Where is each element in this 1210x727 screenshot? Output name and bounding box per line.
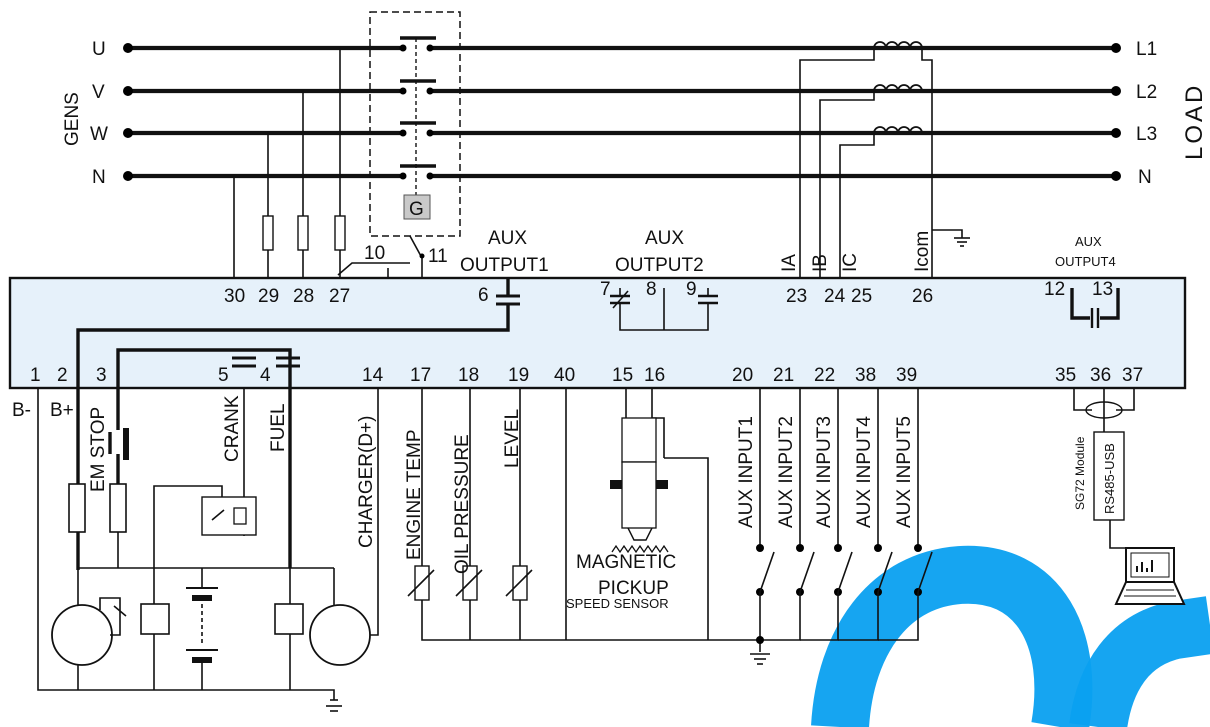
watermark-logo <box>811 545 1210 727</box>
terminal-13: 13 <box>1092 279 1113 300</box>
phase-buses <box>123 43 1121 181</box>
voltage-sense-wiring <box>233 48 346 278</box>
terminal-26: 26 <box>912 286 933 307</box>
aux-output1-label-line2: OUTPUT1 <box>460 255 549 276</box>
terminal-11: 11 <box>428 246 448 267</box>
controller-module <box>8 276 1187 390</box>
gens-phase-w: W <box>90 124 108 145</box>
terminal-39: 39 <box>896 365 917 386</box>
load-phase-n: N <box>1138 167 1152 188</box>
aux-input3-label: AUX INPUT3 <box>814 416 835 528</box>
magnetic-pickup <box>610 388 709 640</box>
terminal-2: 2 <box>57 365 68 386</box>
terminal-21: 21 <box>773 365 794 386</box>
terminal-4: 4 <box>260 365 271 386</box>
sensor-level-label: LEVEL <box>502 409 523 468</box>
current-transformers <box>799 41 970 278</box>
gens-phase-n: N <box>92 167 106 188</box>
analog-sensors <box>407 388 760 641</box>
terminal-1: 1 <box>30 365 41 386</box>
battery-positive-label: B+ <box>50 400 74 421</box>
terminal-28: 28 <box>293 286 314 307</box>
aux-output2-label-line1: AUX <box>645 228 684 249</box>
terminal-10: 10 <box>364 243 385 264</box>
gens-label: GENS <box>62 92 83 146</box>
current-input-ia: IA <box>779 254 800 272</box>
aux-input5-label: AUX INPUT5 <box>894 416 915 528</box>
laptop-icon <box>1114 547 1186 605</box>
terminal-15: 15 <box>612 365 633 386</box>
load-phase-l1: L1 <box>1136 39 1157 60</box>
pickup-label-line2: PICKUP <box>598 578 669 599</box>
breaker-coil-label: G <box>409 199 424 220</box>
terminal-24: 24 <box>824 286 846 307</box>
terminal-3: 3 <box>96 365 107 386</box>
pickup-label-line1: MAGNETIC <box>576 552 676 573</box>
aux-output4-label-line2: OUTPUT4 <box>1055 254 1116 269</box>
terminal-23: 23 <box>786 286 807 307</box>
aux-output4-label-line1: AUX <box>1075 234 1102 249</box>
terminal-14: 14 <box>362 365 384 386</box>
pickup-label-line3: SPEED SENSOR <box>566 596 669 611</box>
sensor-oil-pressure-label: OIL PRESSURE <box>452 434 473 574</box>
sg72-module-label: SG72 Module <box>1073 436 1087 510</box>
crank-label: CRANK <box>222 395 243 462</box>
sensor-engine-temp-label: ENGINE TEMP <box>404 429 425 560</box>
terminal-19: 19 <box>508 365 529 386</box>
load-phase-l3: L3 <box>1136 124 1157 145</box>
terminal-5: 5 <box>218 365 229 386</box>
aux-input1-label: AUX INPUT1 <box>736 416 757 528</box>
gens-phase-u: U <box>92 39 106 60</box>
terminal-12: 12 <box>1044 279 1065 300</box>
terminal-22: 22 <box>814 365 835 386</box>
load-phase-l2: L2 <box>1136 82 1157 103</box>
em-stop-label: EM STOP <box>88 407 109 492</box>
current-input-icom: Icom <box>912 231 933 272</box>
terminal-16: 16 <box>644 365 665 386</box>
charger-label: CHARGER(D+) <box>356 416 377 548</box>
terminal-7: 7 <box>600 279 611 300</box>
aux-output1-label-line1: AUX <box>488 228 527 249</box>
load-label: LOAD <box>1181 83 1208 160</box>
terminal-36: 36 <box>1090 365 1111 386</box>
terminal-8: 8 <box>646 279 657 300</box>
fuel-label: FUEL <box>268 403 289 452</box>
rs485-usb-label: RS485-USB <box>1102 443 1117 514</box>
breaker <box>369 11 461 237</box>
terminal-25: 25 <box>851 286 872 307</box>
terminal-30: 30 <box>224 286 245 307</box>
battery-negative-label: B- <box>12 400 31 421</box>
terminal-35: 35 <box>1055 365 1076 386</box>
terminal-37: 37 <box>1122 365 1143 386</box>
terminal-17: 17 <box>410 365 431 386</box>
terminal-9: 9 <box>686 279 697 300</box>
terminal-38: 38 <box>855 365 876 386</box>
aux-inputs-switches <box>750 388 933 665</box>
terminal-18: 18 <box>458 365 479 386</box>
current-input-ic: IC <box>840 253 861 272</box>
terminal-29: 29 <box>258 286 279 307</box>
gens-phase-v: V <box>92 82 105 103</box>
terminal-27: 27 <box>329 286 350 307</box>
current-input-ib: IB <box>810 254 831 272</box>
aux-output2-label-line2: OUTPUT2 <box>615 255 704 276</box>
aux-input4-label: AUX INPUT4 <box>854 416 875 528</box>
terminal-20: 20 <box>732 365 753 386</box>
terminal-6: 6 <box>478 285 489 306</box>
engine-wiring <box>37 388 379 712</box>
terminal-40: 40 <box>554 365 575 386</box>
aux-input2-label: AUX INPUT2 <box>776 416 797 528</box>
